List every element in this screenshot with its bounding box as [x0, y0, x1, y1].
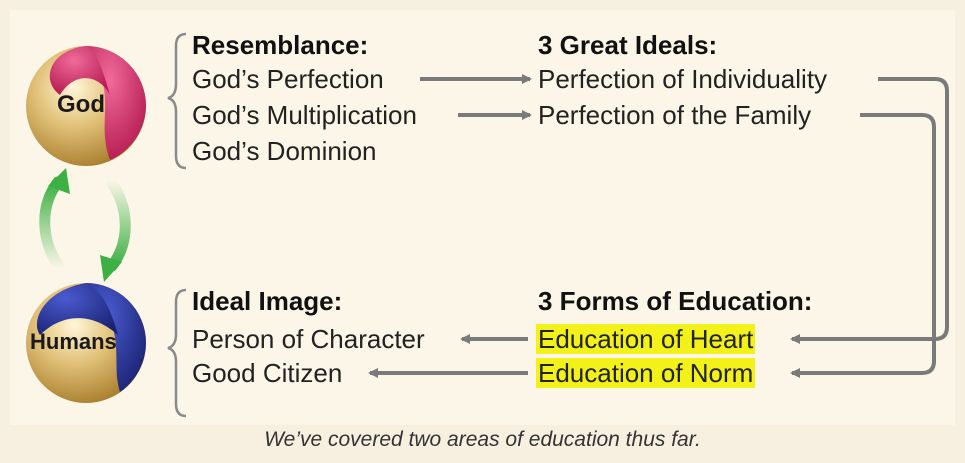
resemblance-item: God’s Dominion	[192, 136, 377, 166]
ideal-image-brace	[167, 288, 187, 418]
humans-circle	[26, 283, 146, 403]
arrow-down-head	[100, 255, 122, 282]
forms-of-education-heading: 3 Forms of Education:	[538, 286, 813, 316]
god-label: God	[57, 91, 105, 118]
ideal-image-item: Person of Character	[192, 324, 425, 354]
humans-label: Humans	[30, 329, 117, 354]
caption: We’ve covered two areas of education thu…	[264, 428, 701, 451]
great-ideals-heading: 3 Great Ideals:	[538, 30, 718, 60]
resemblance-heading: Resemblance:	[192, 30, 369, 60]
ideal-image-heading: Ideal Image:	[192, 286, 343, 316]
god-circle	[26, 46, 146, 166]
ideal-image-item: Good Citizen	[192, 358, 343, 388]
great-ideals-item: Perfection of Individuality	[538, 64, 828, 94]
braces	[167, 32, 187, 418]
arrow-family-to-norm	[790, 113, 936, 378]
resemblance-item: God’s Perfection	[192, 64, 384, 94]
connector-arrows	[368, 74, 949, 378]
forms-of-education-item-highlighted: Education of Norm	[536, 358, 756, 388]
forms-of-education-item-highlighted: Education of Heart	[536, 324, 756, 354]
resemblance-item: God’s Multiplication	[192, 100, 417, 130]
resemblance-brace	[167, 32, 187, 170]
arrow-individuality-to-heart	[790, 77, 949, 344]
great-ideals-item: Perfection of the Family	[538, 100, 812, 130]
arrow-up-head	[48, 168, 70, 194]
cycle-arrows	[39, 168, 131, 282]
